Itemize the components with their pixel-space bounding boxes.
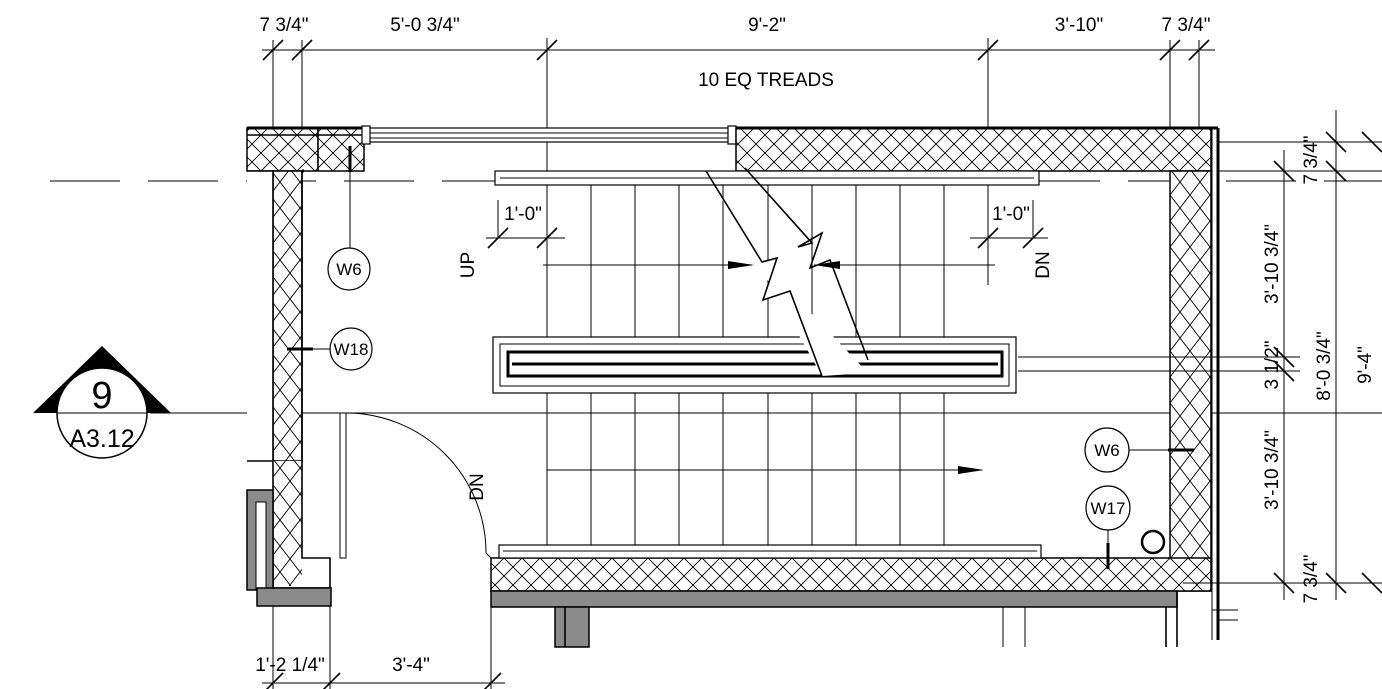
walls	[246, 125, 1238, 648]
center-guard-wall	[492, 336, 1017, 394]
wall-tag-w18: W18	[334, 340, 369, 359]
wall-tag-w17: W17	[1091, 499, 1126, 518]
dim-top-2: 5'-0 3/4"	[390, 15, 460, 36]
dim-top-3: 9'-2"	[748, 15, 786, 36]
section-marker[interactable]: 9 A3.12	[33, 346, 171, 459]
dim-top-5: 7 3/4"	[1161, 15, 1210, 36]
dim-right-outer-2: 9'-4"	[1355, 346, 1376, 384]
tread-depth-dimensions: 1'-0" 1'-0"	[486, 200, 1048, 249]
dim-right-inner-4: 3'-10 3/4"	[1262, 430, 1283, 510]
dim-bottom-2: 3'-4"	[392, 655, 430, 676]
handrails	[494, 170, 1042, 559]
dim-right-outer-1: 8'-0 3/4"	[1314, 331, 1335, 401]
wall-tag-w6-right: W6	[1094, 441, 1120, 460]
dim-right-inner-3: 3 1/2"	[1262, 340, 1283, 389]
section-number: 9	[91, 375, 112, 417]
door-down-label: DN	[467, 473, 488, 500]
stair-up-label: UP	[458, 252, 479, 278]
tread-depth-left: 1'-0"	[504, 204, 542, 225]
dim-right-inner-5: 7 3/4"	[1301, 554, 1322, 603]
dim-right-inner-2: 3'-10 3/4"	[1262, 224, 1283, 304]
wall-tag-w6-top: W6	[336, 260, 362, 279]
tread-depth-right: 1'-0"	[992, 204, 1030, 225]
dim-bottom-1: 1'-2 1/4"	[255, 655, 325, 676]
floor-drain-icon	[1140, 529, 1166, 555]
treads-note: 10 EQ TREADS	[698, 70, 834, 91]
bottom-dimension-string: 1'-2 1/4" 3'-4"	[255, 606, 505, 689]
dim-top-1: 7 3/4"	[259, 15, 308, 36]
dim-right-inner-1: 7 3/4"	[1301, 135, 1322, 184]
stair-break-line	[705, 167, 869, 377]
stair-run-arrows: UP DN	[458, 251, 1054, 474]
stair-down-label: DN	[1033, 251, 1054, 278]
dim-top-4: 3'-10"	[1055, 15, 1103, 36]
door-swing: DN	[339, 412, 492, 559]
wall-tags: W6 W18 W6 W17	[287, 146, 1194, 569]
right-dimension-strings: 7 3/4" 3'-10 3/4" 3 1/2" 3'-10 3/4" 7 3/…	[1018, 110, 1382, 604]
top-dimension-string: 7 3/4" 5'-0 3/4" 9'-2" 3'-10" 7 3/4" 10 …	[259, 15, 1215, 285]
section-sheet: A3.12	[69, 425, 134, 453]
